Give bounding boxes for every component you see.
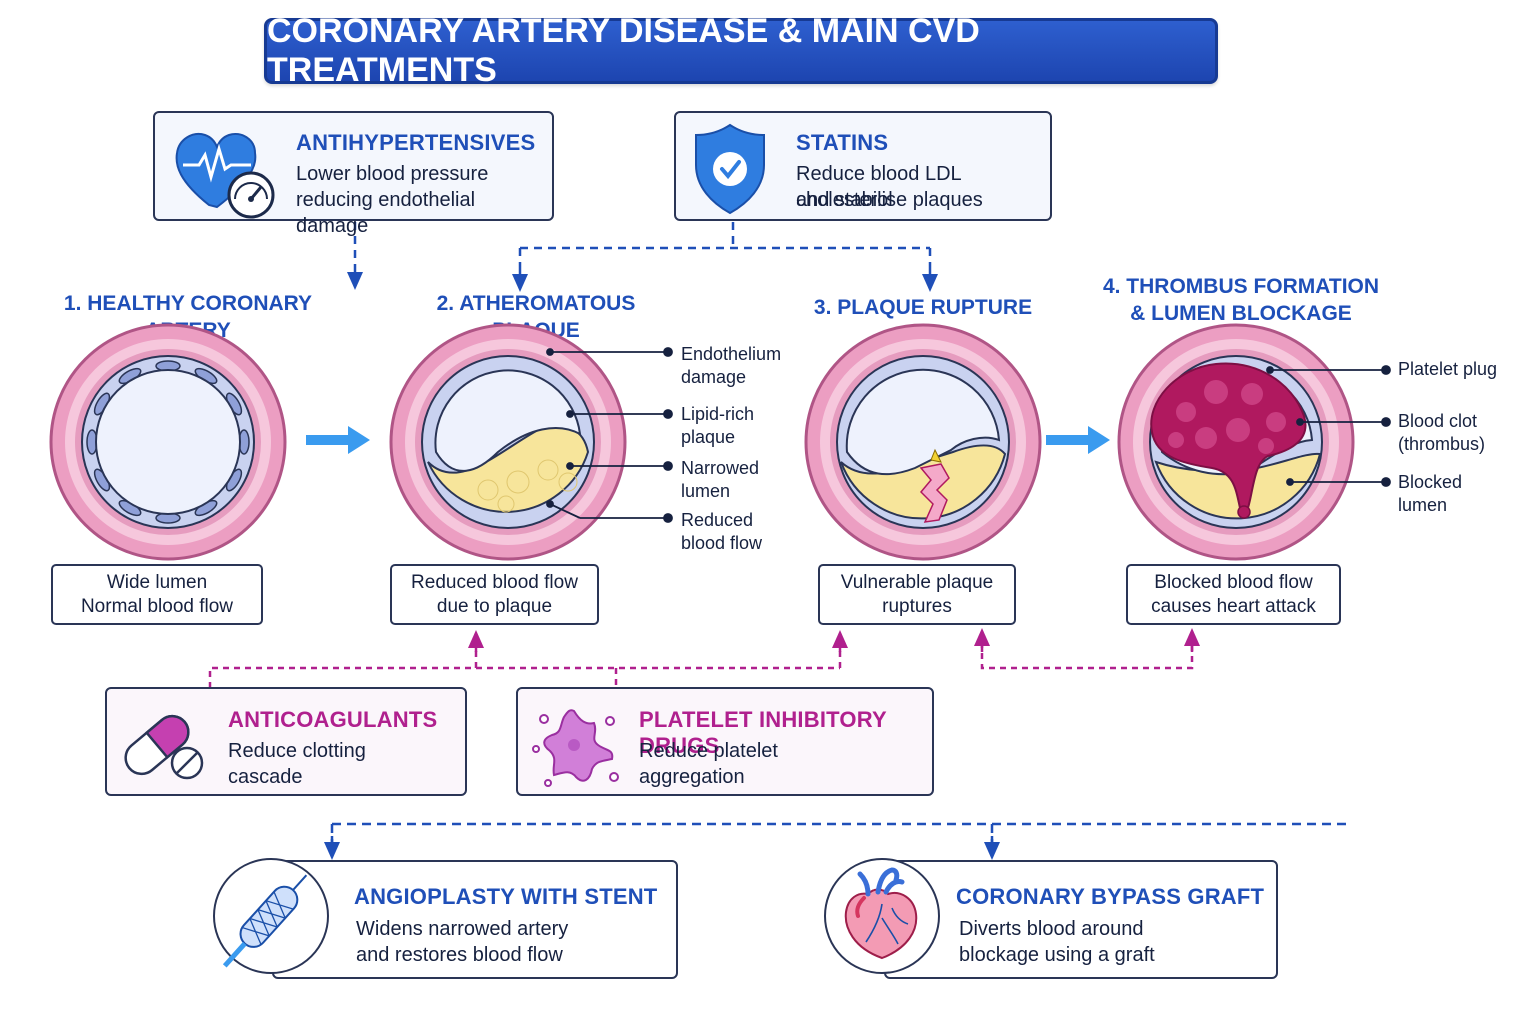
label-reduced-1: Reduced [681,510,754,530]
label-narrowed-2: lumen [681,481,731,501]
stage-2-caption-line-1: Reduced blood flow [411,571,578,593]
platelet-icon [532,709,619,787]
stage-4-caption-line-1: Blocked blood flow [1154,571,1313,593]
bypass-desc-1: Diverts blood around [959,918,1144,940]
anticoagulants-title: ANTICOAGULANTS [228,707,438,732]
stage-4-title-1: 4. THROMBUS FORMATION [1102,275,1380,298]
thrombus-artery-illustration [1117,323,1355,561]
anticoagulants-card: ANTICOAGULANTS Reduce clotting cascade [105,687,467,796]
label-reduced-2: blood flow [681,533,763,553]
antihypertensives-title: ANTIHYPERTENSIVES [296,130,536,155]
stage-4-title-2: & LUMEN BLOCKAGE [1130,302,1352,325]
capsule-pill-icon [124,714,204,780]
anticoagulants-desc-2: cascade [228,766,303,788]
healthy-artery-illustration [49,323,287,561]
bypass-desc-2: blockage using a graft [959,944,1155,966]
label-blood-clot-1: Blood clot [1398,411,1478,431]
progress-arrow-icon [1046,426,1110,454]
bypass-title: CORONARY BYPASS GRAFT [956,884,1265,909]
statins-desc-1: Reduce blood LDL cholesterol [796,163,961,211]
platelet-inhibitors-desc-1: Reduce platelet [639,740,778,762]
rupture-artery-illustration [804,323,1042,561]
plaque-annotation-lines [546,347,673,523]
label-lipid-1: Lipid-rich [681,404,755,424]
heart-icon [844,867,918,960]
label-blood-clot-2: (thrombus) [1398,434,1486,454]
label-endothelium-2: damage [681,367,747,387]
angioplasty-desc-2: and restores blood flow [356,944,563,966]
antihypertensives-card: ANTIHYPERTENSIVES Lower blood pressure r… [153,111,554,237]
angioplasty-card: ANGIOPLASTY WITH STENT Widens narrowed a… [272,860,678,979]
anticoagulants-desc-1: Reduce clotting [228,740,366,762]
platelet-inhibitors-desc-2: aggregation [639,766,745,788]
bypass-card: CORONARY BYPASS GRAFT Diverts blood arou… [884,860,1278,979]
progress-arrow-icon [306,426,370,454]
stage-3-caption-line-1: Vulnerable plaque [840,571,994,593]
platelet-inhibitors-card: PLATELET INHIBITORY DRUGS Reduce platele… [516,687,934,796]
page-title: CORONARY ARTERY DISEASE & MAIN CVD TREAT… [264,12,1218,89]
thrombus-annotation-lines [1266,365,1391,487]
label-platelet-plug: Platelet plug [1398,359,1498,379]
antihypertensives-desc-2: reducing endothelial damage [296,189,476,237]
plaque-artery-illustration [389,323,627,561]
statins-title: STATINS [796,130,889,155]
stage-3-caption-line-2: ruptures [882,595,952,617]
label-endothelium-1: Endothelium [681,344,782,364]
statins-card: STATINS Reduce blood LDL cholesterol and… [674,111,1052,221]
stage-4-caption-line-2: causes heart attack [1151,595,1316,617]
statins-desc-2: and stabilise plaques [796,189,983,211]
stage-2-caption-line-2: due to plaque [436,595,553,617]
stent-balloon-icon [222,874,308,968]
stage-1-caption-line-2: Normal blood flow [80,595,234,617]
label-narrowed-1: Narrowed [681,458,760,478]
label-blocked-1: Blocked [1398,472,1463,492]
label-blocked-2: lumen [1398,495,1448,515]
stage-1-caption-line-1: Wide lumen [106,571,208,593]
heart-gauge-icon [175,133,275,219]
antihypertensives-desc-1: Lower blood pressure [296,163,489,185]
angioplasty-title: ANGIOPLASTY WITH STENT [354,884,658,909]
label-lipid-2: plaque [681,427,736,447]
angioplasty-desc-1: Widens narrowed artery [356,918,569,940]
stage-3-title: 3. PLAQUE RUPTURE [813,296,1033,319]
shield-check-icon [695,123,765,215]
platelet-inhibitors-title: PLATELET INHIBITORY DRUGS [639,707,887,758]
